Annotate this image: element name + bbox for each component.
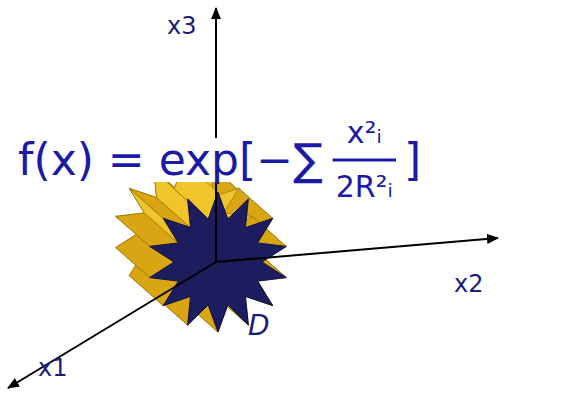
formula: ] bbox=[402, 138, 423, 182]
formula: f(x) = exp[−∑ bbox=[16, 138, 325, 182]
x1-axis bbox=[8, 262, 216, 388]
formula-denominator: 2R²ᵢ bbox=[334, 172, 395, 202]
x2-axis bbox=[216, 238, 498, 262]
x3-axis bbox=[215, 8, 217, 262]
formula-numerator: x²ᵢ bbox=[345, 118, 384, 148]
axis-label: x1 bbox=[36, 356, 69, 380]
axis-label: x2 bbox=[452, 272, 485, 296]
fraction-bar bbox=[333, 159, 396, 162]
axes bbox=[8, 8, 498, 388]
domain-label: D bbox=[246, 312, 272, 340]
axis-label: x3 bbox=[165, 14, 198, 38]
